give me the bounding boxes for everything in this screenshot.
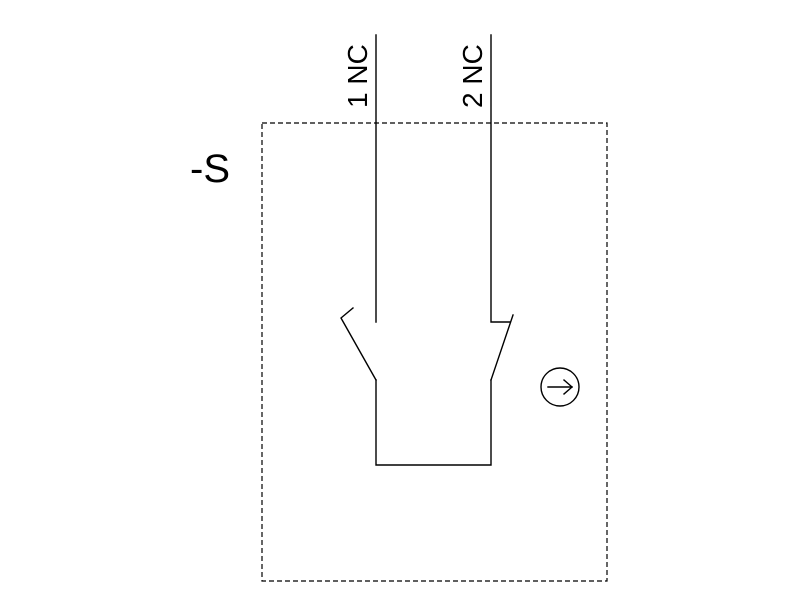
- arrow-right-circle-icon: [540, 367, 580, 407]
- contact-link-wire: [375, 379, 492, 466]
- contact-blade-2: [490, 314, 514, 381]
- terminal-label-1: 1 NC: [342, 44, 373, 108]
- device-enclosure: [261, 122, 608, 582]
- terminal-wire-2: [490, 34, 511, 323]
- contact-blade-1: [340, 307, 377, 381]
- terminal-label-2: 2 NC: [457, 44, 488, 108]
- device-label: -S: [190, 147, 230, 191]
